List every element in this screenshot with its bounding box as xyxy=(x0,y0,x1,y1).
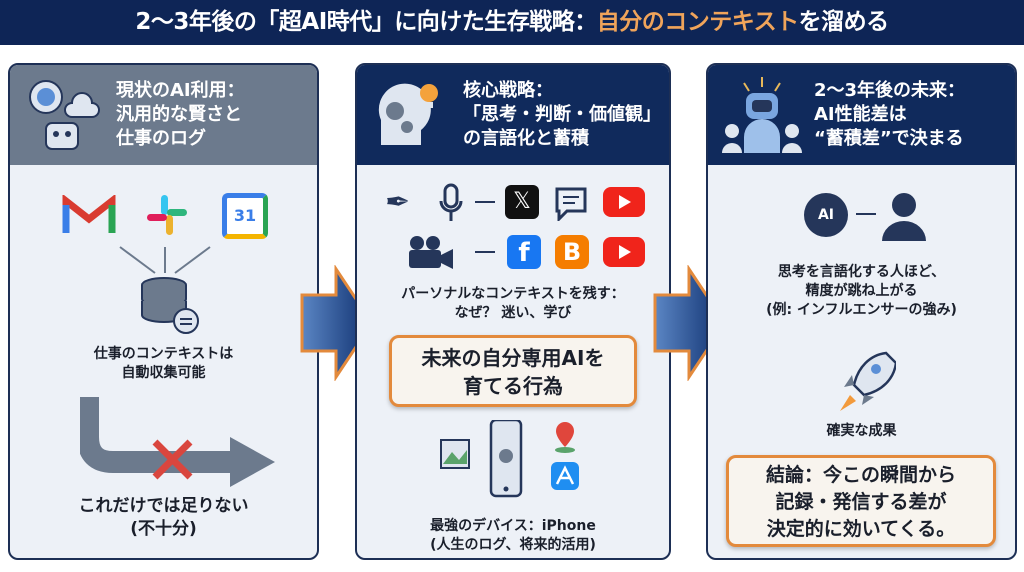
result-label: 確実な成果 xyxy=(826,423,897,439)
bent-arrow-icon xyxy=(80,397,275,487)
title-prefix: 2〜3年後の「超AI時代」に向けた生存戦略： xyxy=(135,9,597,35)
panel-core-strategy: 核心戦略： 「思考・判断・価値観」の言語化と蓄積 ✒ 𝕏 f B パーソナルなコン… xyxy=(355,63,671,560)
dash xyxy=(475,251,495,253)
youtube-icon xyxy=(603,187,645,217)
database-icon xyxy=(141,277,199,334)
header-line: 「思考・判断・価値観」 xyxy=(463,104,661,125)
header-line: “蓄積差”で決まる xyxy=(814,128,964,149)
person-icon xyxy=(882,193,926,241)
future-caption: 思考を言語化する人ほど、精度が跳ね上がる(例: インフルエンサーの強み) xyxy=(766,264,957,318)
insufficient-conclusion: これだけでは足りない(不十分) xyxy=(78,496,249,539)
personal-context-caption: パーソナルなコンテキストを残す：なぜ？ 迷い、学び xyxy=(401,286,625,321)
highlight-box: 未来の自分専用AIを育てる行為 xyxy=(389,335,637,407)
brain-cloud-robot-icon xyxy=(29,80,100,150)
header-line: 汎用的な賢さと xyxy=(116,104,242,125)
slack-icon xyxy=(147,195,187,235)
header-line: の言語化と蓄積 xyxy=(463,128,589,149)
conclusion-box: 結論：今この瞬間から記録・発信する差が決定的に効いてくる。 xyxy=(726,455,996,547)
rocket-icon xyxy=(840,351,896,411)
panel-header: 現状のAI利用： 汎用的な賢さと仕事のログ xyxy=(10,65,317,165)
header-line: 核心戦略： xyxy=(463,80,553,101)
app-store-icon xyxy=(551,462,579,490)
header-line: 2〜3年後の未来： xyxy=(814,80,966,101)
x-twitter-icon: 𝕏 xyxy=(505,185,539,219)
video-camera-icon xyxy=(409,236,453,269)
blogger-icon: B xyxy=(555,235,589,269)
header-line: 仕事のログ xyxy=(116,128,206,149)
gmail-icon xyxy=(62,195,116,233)
header-line: 現状のAI利用： xyxy=(116,80,245,101)
head-gears-lightbulb-icon xyxy=(378,83,438,145)
dash xyxy=(856,213,876,215)
header-line: AI性能差は xyxy=(814,104,907,125)
panel-current-ai-use: 現状のAI利用： 汎用的な賢さと仕事のログ 31 仕事のコンテキストは自動収集可能… xyxy=(8,63,319,560)
maps-pin-icon xyxy=(555,422,575,453)
calendar-icon: 31 xyxy=(222,193,268,239)
arrow-right-1 xyxy=(300,265,374,381)
facebook-icon: f xyxy=(507,235,541,269)
work-context-caption: 仕事のコンテキストは自動収集可能 xyxy=(93,346,234,381)
red-x-icon xyxy=(152,439,193,480)
ai-head-icon: AI xyxy=(804,193,848,237)
youtube-icon xyxy=(603,237,645,267)
photos-icon xyxy=(440,439,470,469)
panel-future: 2〜3年後の未来： AI性能差は “蓄積差”で決まる AI 思考を言語化する人ほど、… xyxy=(706,63,1017,560)
page-title: 2〜3年後の「超AI時代」に向けた生存戦略：自分のコンテキストを溜める xyxy=(0,0,1024,45)
iphone-icon xyxy=(489,420,523,498)
robot-people-icon xyxy=(722,77,802,153)
microphone-icon xyxy=(439,183,463,221)
panel-header: 2〜3年後の未来： AI性能差は “蓄積差”で決まる xyxy=(708,65,1015,165)
calendar-number: 31 xyxy=(233,206,257,225)
dash xyxy=(475,201,495,203)
chat-bubble-icon xyxy=(555,187,587,221)
iphone-devices-icon xyxy=(440,420,579,498)
title-highlight: 自分のコンテキスト xyxy=(596,9,799,35)
connector-lines xyxy=(119,246,211,274)
panel-header: 核心戦略： 「思考・判断・価値観」の言語化と蓄積 xyxy=(357,65,669,165)
pen-icon: ✒ xyxy=(385,185,411,220)
device-caption: 最強のデバイス：iPhone(人生のログ、将来的活用) xyxy=(430,518,596,553)
title-suffix: を溜める xyxy=(798,9,890,35)
